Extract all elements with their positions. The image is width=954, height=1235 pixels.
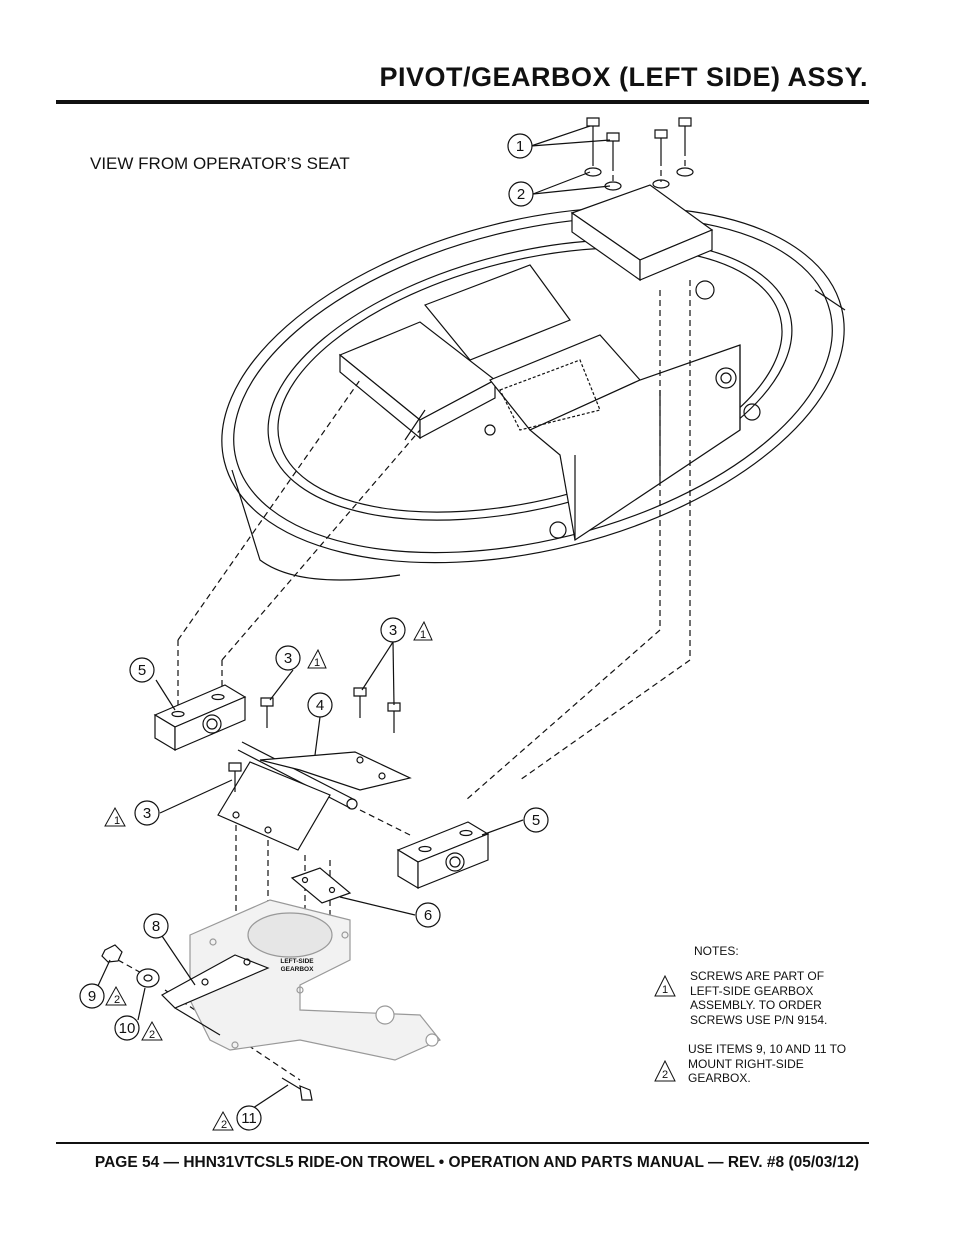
nut-item-9	[101, 944, 123, 963]
callout-2: 2	[508, 181, 534, 207]
page-title: PIVOT/GEARBOX (LEFT SIDE) ASSY.	[379, 62, 868, 92]
callout-leaders	[96, 125, 611, 1111]
callout-number: 6	[424, 907, 432, 924]
pivot-arm	[217, 741, 412, 851]
note-2-ref: 2	[662, 1069, 668, 1081]
note-1-text: SCREWS ARE PART OF LEFT-SIDE GEARBOX ASS…	[690, 969, 828, 1027]
trowel-frame	[221, 206, 846, 581]
gearbox	[189, 899, 441, 1061]
callouts: 1 2 3 1 3 1 3 1 4 5 5 6 8 9 2 10 2 11 2 …	[79, 133, 549, 1131]
note-ref-triangle: 2	[105, 985, 127, 1006]
callout-4: 4	[307, 692, 333, 718]
callout-number: 3	[143, 805, 151, 822]
note-ref-triangle: 2	[141, 1020, 163, 1041]
callout-number: 3	[284, 650, 292, 667]
callout-number: 11	[241, 1110, 257, 1127]
callout-10: 10	[114, 1015, 140, 1041]
callout-3-upper-left: 3	[275, 645, 301, 671]
callout-1: 1	[507, 133, 533, 159]
note-ref-triangle: 1	[104, 806, 126, 827]
note-ref-triangle: 2	[212, 1110, 234, 1131]
page-footer: PAGE 54 — HHN31VTCSL5 RIDE-ON TROWEL • O…	[94, 1154, 860, 1171]
view-label: VIEW FROM OPERATOR’S SEAT	[90, 154, 350, 173]
washer-item-10	[136, 968, 160, 988]
callout-5-left: 5	[129, 657, 155, 683]
callout-number: 9	[88, 988, 96, 1005]
note-2-text: USE ITEMS 9, 10 AND 11 TO MOUNT RIGHT-SI…	[688, 1042, 847, 1085]
callout-number: 1	[516, 138, 524, 155]
svg-text:2: 2	[149, 1029, 155, 1041]
callout-9: 9	[79, 983, 105, 1009]
callout-number: 5	[138, 662, 146, 679]
svg-text:2: 2	[114, 994, 120, 1006]
callout-3-upper-right: 3	[380, 617, 406, 643]
gearbox-label: GEARBOX	[281, 966, 315, 973]
callout-number: 5	[532, 812, 540, 829]
callout-5-right: 5	[523, 807, 549, 833]
notes-triangles: 1 2	[654, 974, 676, 1082]
callout-number: 10	[119, 1020, 136, 1037]
screws-item-3	[228, 687, 401, 792]
shim-plate	[290, 867, 352, 904]
callout-8: 8	[143, 913, 169, 939]
washer-hole	[143, 974, 153, 982]
callout-11: 11	[236, 1105, 262, 1131]
svg-text:1: 1	[420, 629, 426, 641]
gearbox-bracket	[161, 954, 270, 1036]
callout-number: 8	[152, 918, 160, 935]
callout-3-lower-left: 3	[134, 800, 160, 826]
gearbox-label: LEFT-SIDE	[280, 958, 314, 965]
callout-number: 4	[316, 697, 324, 714]
note-ref-triangle: 1	[307, 648, 327, 669]
callout-number: 3	[389, 622, 397, 639]
header-rule	[56, 100, 869, 104]
note-ref-triangle: 1	[413, 620, 433, 641]
callout-number: 2	[517, 186, 525, 203]
svg-text:2: 2	[221, 1119, 227, 1131]
footer-rule	[56, 1142, 869, 1144]
pivot-block-left	[153, 684, 247, 752]
pivot-block-right	[396, 821, 490, 890]
callout-6: 6	[415, 902, 441, 928]
screw-item-11	[281, 1077, 313, 1101]
svg-text:1: 1	[114, 815, 120, 827]
note-1-ref: 1	[662, 984, 668, 996]
svg-text:1: 1	[314, 657, 320, 669]
notes-title: NOTES:	[694, 944, 739, 958]
top-bolts	[584, 117, 694, 191]
chassis	[338, 184, 761, 542]
